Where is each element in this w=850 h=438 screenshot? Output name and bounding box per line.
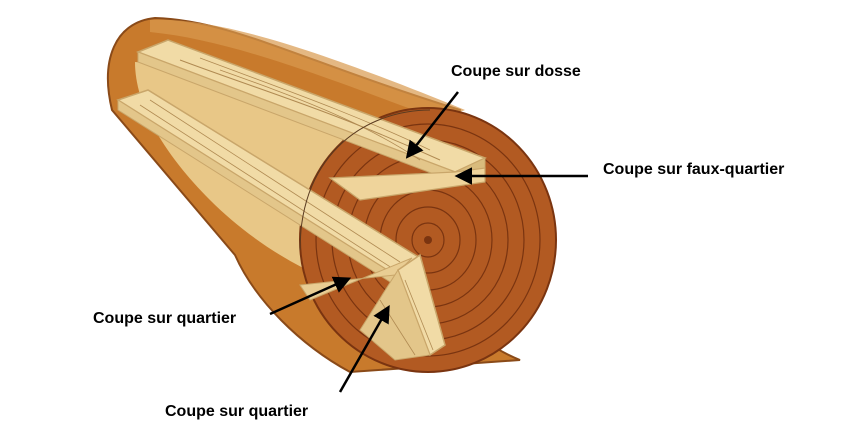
label-coupe-dosse: Coupe sur dosse — [451, 63, 581, 80]
board-dosse — [135, 39, 487, 183]
log-outline — [299, 109, 431, 251]
arrow-quartier-left — [269, 276, 352, 316]
arrow-dosse — [405, 91, 459, 159]
label-coupe-quartier-left: Coupe sur quartier — [93, 310, 237, 327]
log-top-surface — [150, 19, 465, 120]
label-coupe-faux-quartier: Coupe sur faux-quartier — [603, 161, 785, 178]
board-quartier-bottom — [359, 253, 446, 361]
board-quartier-left — [116, 89, 422, 301]
label-coupe-quartier-bottom: Coupe sur quartier — [165, 403, 309, 420]
arrow-quartier-bottom — [338, 304, 390, 393]
